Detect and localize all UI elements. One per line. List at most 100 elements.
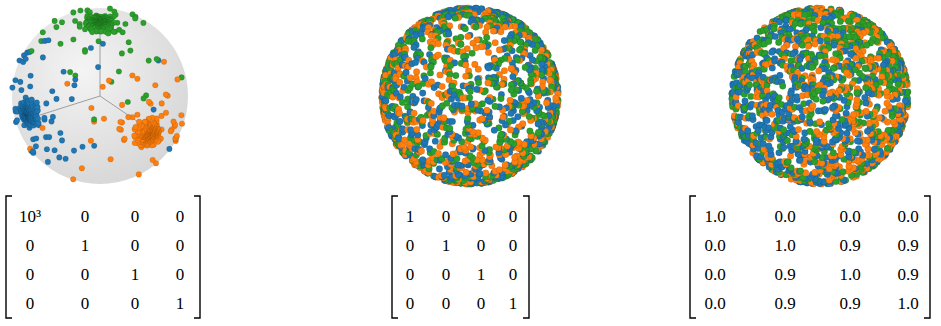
data-point	[123, 21, 129, 27]
data-point	[35, 116, 41, 122]
data-point	[135, 112, 141, 118]
data-point	[40, 125, 46, 131]
data-point	[71, 10, 77, 16]
data-point	[546, 77, 553, 84]
data-point	[146, 99, 152, 105]
data-point	[28, 73, 34, 79]
data-point	[174, 133, 180, 139]
data-point	[70, 177, 76, 183]
data-point	[153, 82, 159, 88]
data-point	[179, 112, 185, 118]
data-point	[436, 166, 443, 173]
data-point	[151, 107, 157, 113]
data-point	[136, 119, 142, 125]
data-point	[89, 105, 95, 111]
data-point	[58, 41, 64, 47]
data-point	[119, 102, 125, 108]
data-point	[532, 47, 539, 54]
data-point	[71, 148, 77, 154]
data-point	[116, 69, 122, 75]
data-point	[106, 31, 112, 37]
data-point	[159, 113, 165, 119]
data-point	[33, 143, 39, 149]
data-point	[54, 24, 60, 30]
data-point	[407, 126, 414, 133]
data-point	[403, 69, 410, 76]
data-point	[54, 96, 60, 102]
data-point	[126, 39, 132, 45]
data-point	[527, 128, 534, 135]
data-point	[511, 154, 518, 161]
data-point	[146, 58, 152, 64]
data-point	[502, 162, 509, 169]
data-point	[65, 81, 71, 87]
data-point	[473, 24, 480, 31]
data-point	[490, 28, 497, 35]
data-point	[72, 83, 78, 89]
data-point	[543, 100, 550, 107]
data-point	[167, 146, 173, 152]
data-point	[119, 51, 125, 57]
data-point	[452, 15, 459, 22]
data-point	[132, 16, 138, 22]
data-point	[150, 157, 156, 163]
data-point	[88, 138, 94, 144]
data-point	[126, 114, 132, 120]
data-point	[52, 18, 58, 24]
data-point	[141, 96, 147, 102]
data-point	[46, 134, 52, 140]
data-point	[61, 69, 67, 75]
data-point	[163, 92, 169, 98]
data-point	[50, 88, 56, 94]
data-point	[80, 144, 86, 150]
data-point	[130, 73, 136, 79]
data-point	[108, 156, 114, 162]
data-point	[58, 130, 64, 136]
data-point	[30, 148, 36, 154]
data-point	[100, 41, 106, 47]
data-point	[161, 59, 167, 65]
data-point	[82, 49, 88, 55]
data-point	[69, 96, 75, 102]
data-point	[482, 170, 489, 177]
data-point	[73, 77, 79, 83]
data-point	[34, 100, 40, 106]
data-point	[179, 121, 185, 127]
data-point	[89, 29, 95, 35]
data-point	[168, 129, 174, 135]
data-point	[122, 136, 128, 142]
data-point	[63, 156, 69, 162]
data-point	[44, 101, 50, 107]
data-point	[517, 39, 524, 46]
data-point	[136, 172, 142, 178]
data-point	[29, 48, 35, 54]
data-point	[117, 126, 123, 132]
data-point	[50, 114, 56, 120]
data-point	[135, 76, 141, 82]
data-point	[100, 84, 106, 90]
data-point	[462, 26, 469, 33]
data-point	[40, 55, 46, 61]
data-point	[175, 77, 181, 83]
data-point	[419, 157, 426, 164]
data-point	[498, 28, 505, 35]
data-point	[171, 119, 177, 125]
data-point	[82, 27, 88, 33]
point-cloud	[379, 5, 562, 188]
data-point	[44, 146, 50, 152]
data-point	[42, 115, 48, 121]
data-point	[67, 69, 73, 75]
data-point	[59, 19, 65, 25]
data-point	[27, 84, 33, 90]
data-point	[111, 29, 117, 35]
data-point	[419, 36, 426, 43]
data-point	[418, 148, 425, 155]
data-point	[95, 64, 101, 70]
data-point	[533, 88, 540, 95]
data-point	[23, 56, 29, 62]
data-point	[19, 87, 25, 93]
data-point	[57, 155, 63, 161]
data-point	[106, 78, 112, 84]
data-point	[154, 56, 160, 62]
